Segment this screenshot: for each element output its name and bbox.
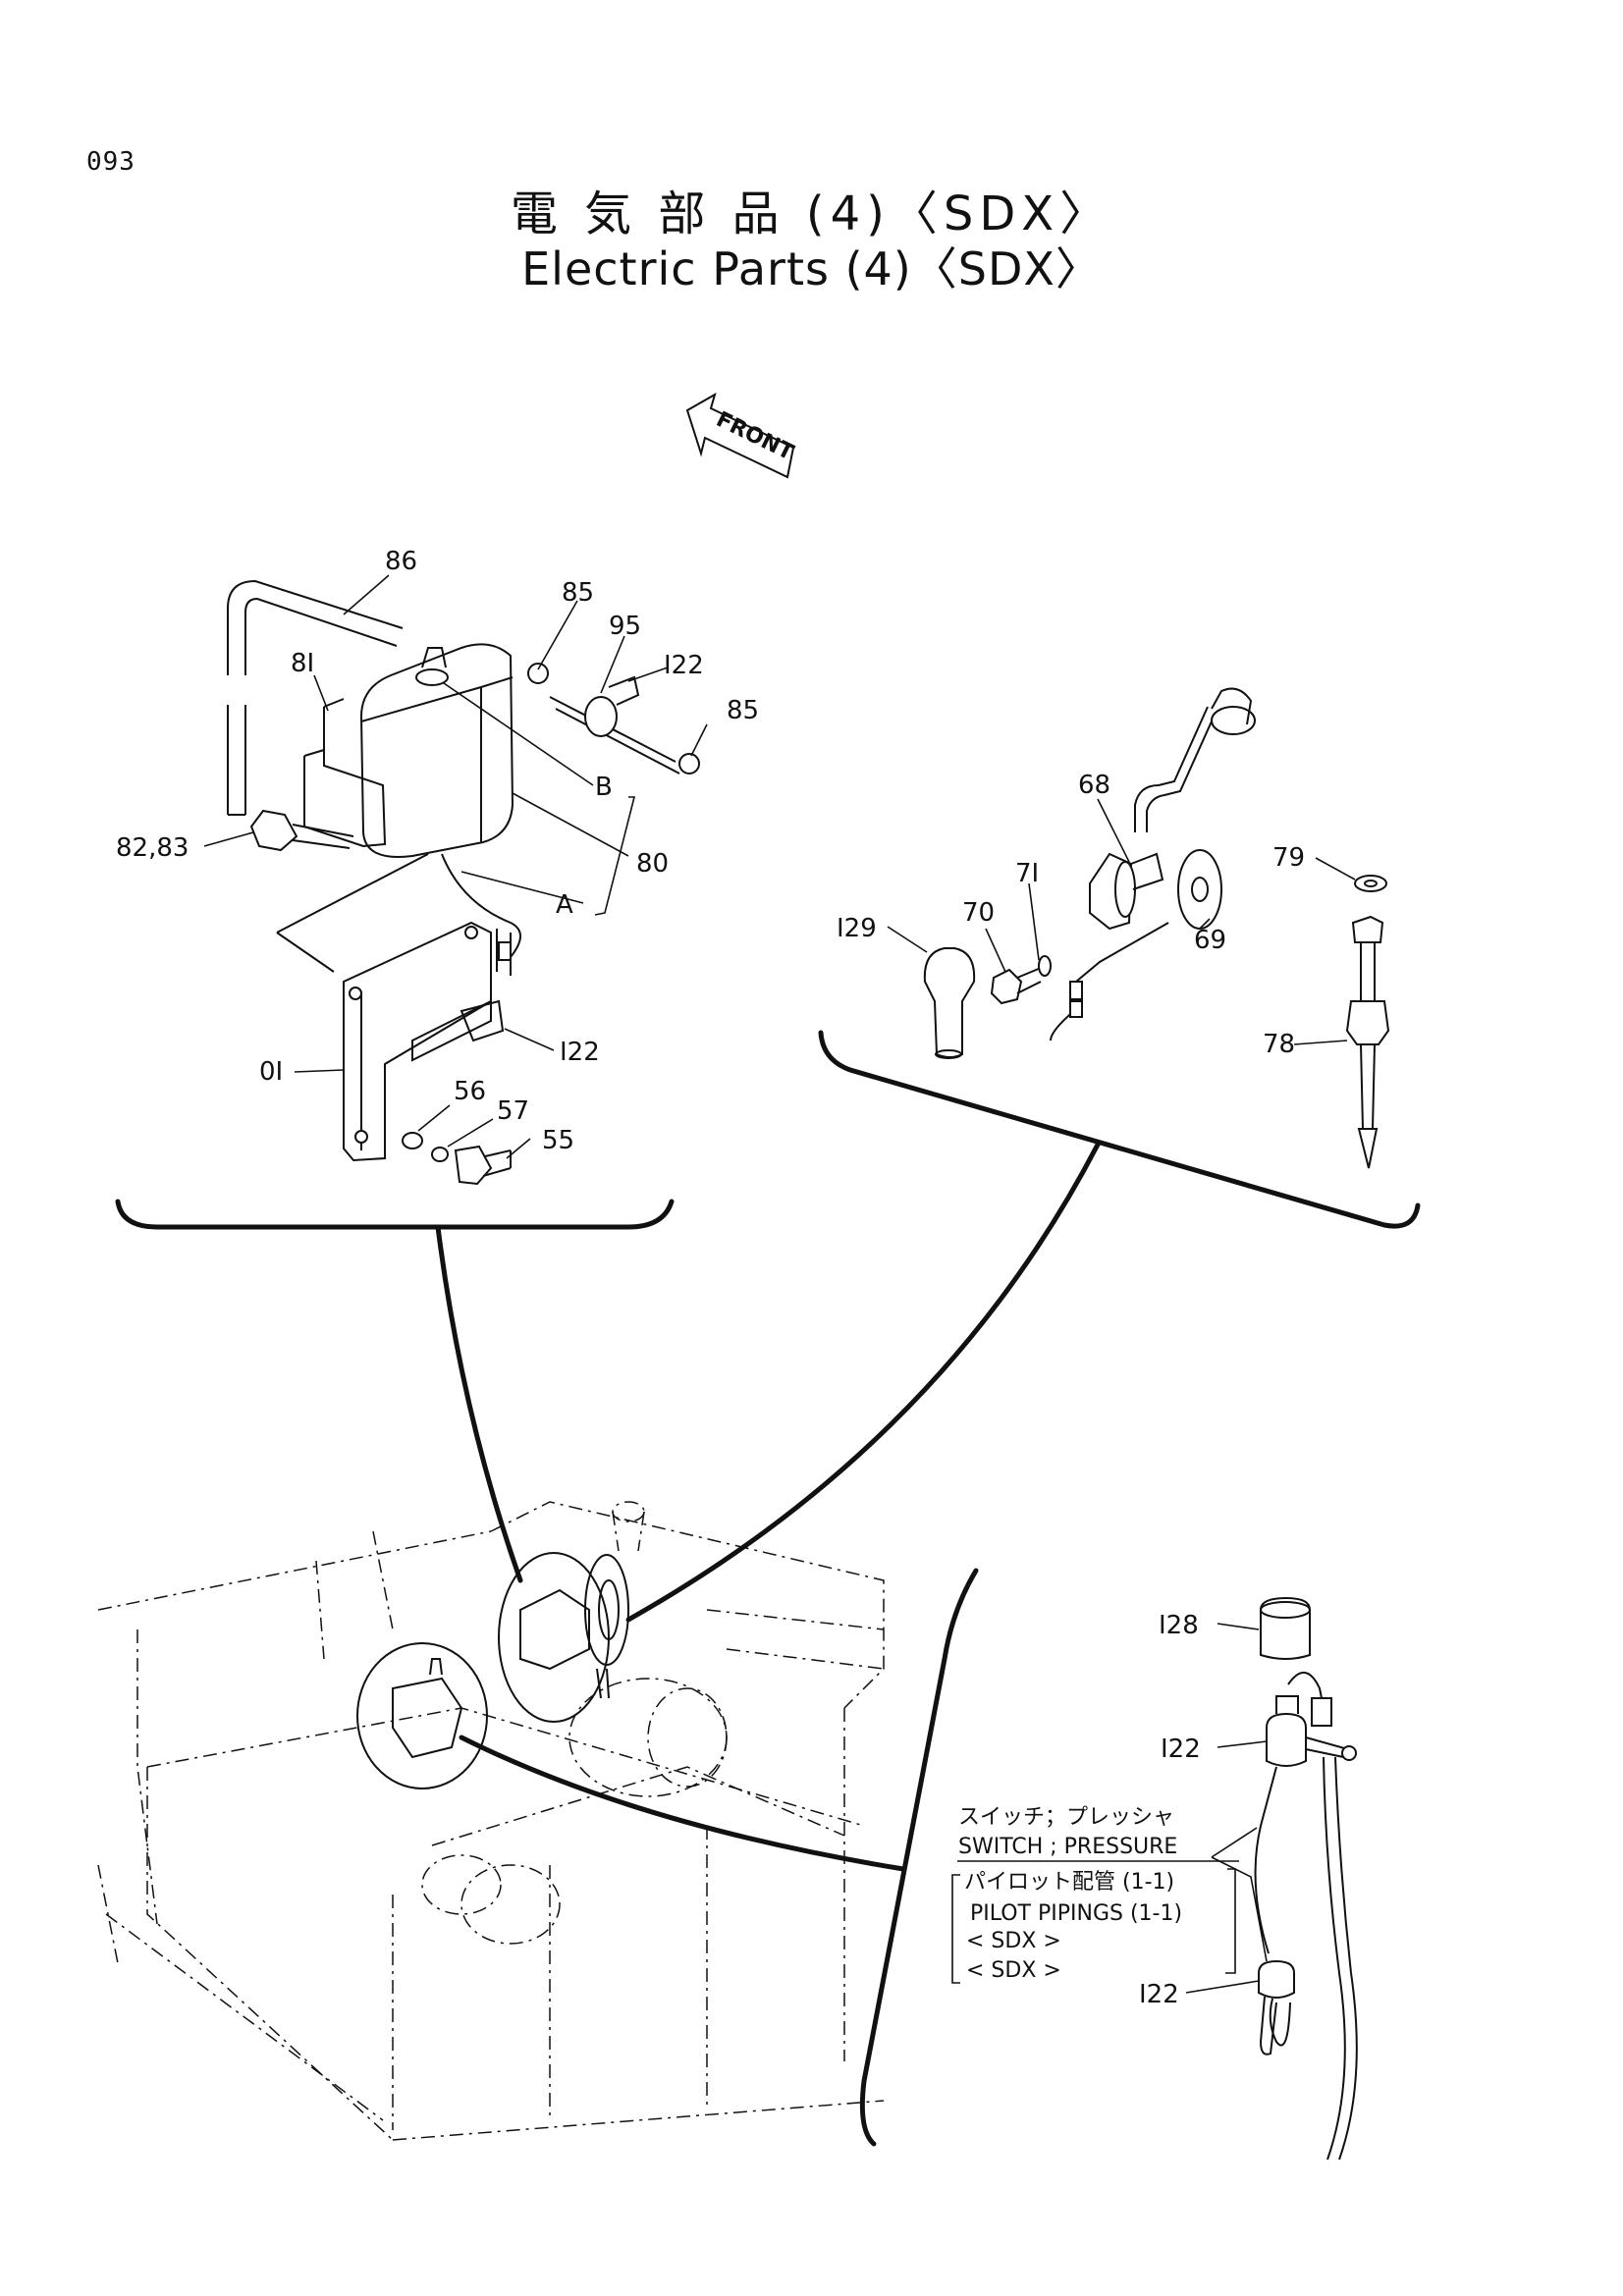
connector-right	[625, 1142, 1101, 1623]
note-pilot-en: PILOT PIPINGS (1-1)	[970, 1901, 1182, 1926]
mount-plate-01	[343, 921, 492, 1162]
switch-122-lower	[1258, 1959, 1295, 1999]
callout-82-83: 82,83	[116, 833, 189, 863]
callout-85-lower: 85	[727, 696, 759, 725]
reservoir-assembly	[227, 579, 700, 1186]
front-arrow-label: FRONT	[712, 407, 797, 465]
note-switch-en: SWITCH ; PRESSURE	[958, 1835, 1177, 1859]
page-number: 093	[86, 147, 135, 177]
callout-01: 0I	[259, 1057, 283, 1087]
callout-122-switch-upper: I22	[1161, 1735, 1201, 1764]
washer-71	[1038, 955, 1052, 977]
callout-55: 55	[542, 1126, 574, 1155]
switch-122-upper	[1266, 1712, 1307, 1767]
callout-80: 80	[636, 849, 669, 879]
front-arrow: FRONT	[685, 392, 797, 479]
note-sdx-1: < SDX >	[966, 1929, 1061, 1953]
bubble-lower-border	[859, 1568, 979, 2147]
callout-95: 95	[609, 612, 641, 641]
leaders-upper-right	[887, 798, 1356, 1045]
bubble-right-border	[818, 1030, 1421, 1229]
clamp-85b	[678, 753, 700, 774]
sensor-78	[1351, 915, 1384, 943]
callout-B: B	[595, 773, 613, 802]
washer-56	[402, 1132, 423, 1149]
bolt-82-83	[249, 809, 354, 852]
callout-122-switch-lower: I22	[1139, 1980, 1179, 2009]
callout-86: 86	[385, 547, 417, 576]
hose-86	[227, 579, 404, 675]
connector-bottom	[459, 1735, 906, 1872]
bubble-left-border	[115, 1199, 675, 1230]
notes: スイッチ；プレッシャ SWITCH ; PRESSURE パイロット配管 (1-…	[958, 1805, 1182, 1983]
callout-labels: 86 85 95 I22 85 8I B 82,83 80 A 0I I22 5…	[116, 547, 1305, 2009]
callout-122-bracket: I22	[560, 1038, 600, 1067]
note-sdx-2: < SDX >	[966, 1958, 1061, 1983]
washer-79	[1354, 875, 1387, 892]
tank-80	[359, 643, 514, 858]
pressure-switch-detail	[859, 1568, 1358, 2161]
callout-57: 57	[497, 1096, 529, 1126]
bolt-55	[454, 1145, 512, 1186]
callout-A: A	[556, 890, 573, 920]
clamp-85a	[527, 663, 549, 684]
callout-56: 56	[454, 1077, 486, 1106]
page-title-en: Electric Parts (4)〈SDX〉	[521, 242, 1102, 295]
cap-129	[923, 947, 976, 1058]
callout-81: 8I	[291, 649, 314, 678]
page-title-jp: 電 気 部 品 (4)〈SDX〉	[510, 187, 1113, 241]
sensor-assembly	[923, 687, 1390, 1169]
bolt-70	[990, 967, 1042, 1005]
callout-128: I28	[1159, 1611, 1199, 1640]
callout-69: 69	[1194, 926, 1226, 955]
machine-outline	[97, 1501, 885, 2141]
callout-70: 70	[962, 898, 995, 928]
callout-78: 78	[1263, 1030, 1295, 1059]
callout-68: 68	[1078, 771, 1110, 800]
callout-79: 79	[1272, 843, 1305, 873]
washer-57	[431, 1147, 449, 1162]
cap-128	[1260, 1596, 1311, 1660]
callout-71: 7I	[1015, 859, 1039, 888]
note-switch-jp: スイッチ；プレッシャ	[958, 1805, 1174, 1830]
leaders-upper-left	[203, 574, 708, 1159]
connector-left	[435, 1224, 523, 1583]
callout-85-upper: 85	[562, 578, 594, 608]
callout-122-pipe: I22	[664, 651, 704, 680]
note-pilot-jp: パイロット配管 (1-1)	[964, 1870, 1174, 1895]
callout-129: I29	[837, 914, 877, 943]
